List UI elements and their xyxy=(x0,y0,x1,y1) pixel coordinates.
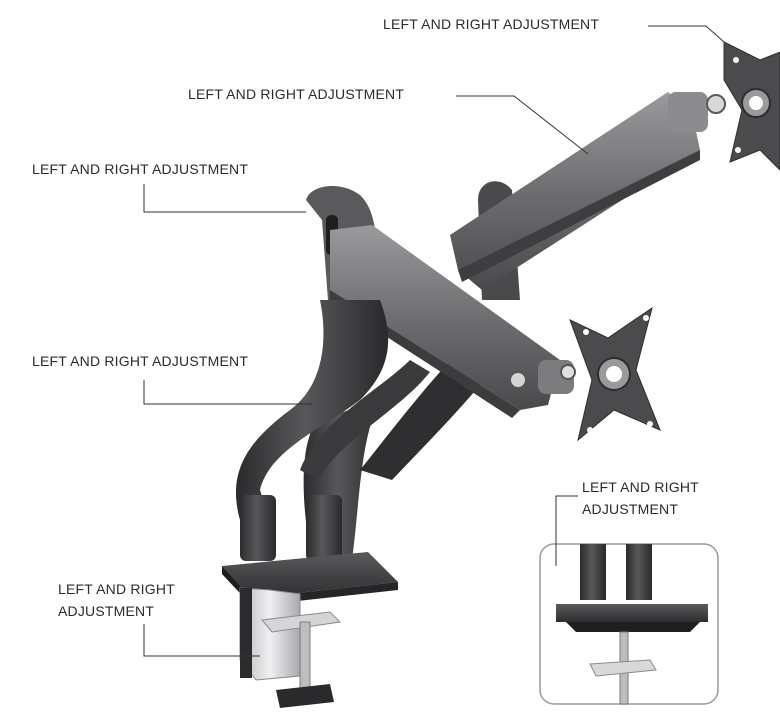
back-tilt-joint xyxy=(668,92,708,132)
callout-top-right: LEFT AND RIGHT ADJUSTMENT xyxy=(383,16,600,32)
leader-left-mid xyxy=(143,380,312,405)
callout-inset-line2: ADJUSTMENT xyxy=(582,501,679,517)
back-upper-arm-body xyxy=(450,92,700,290)
clamp-knob xyxy=(276,684,334,708)
inset-detail xyxy=(539,543,719,705)
leader-upper-arm xyxy=(456,95,589,155)
callout-left-top: LEFT AND RIGHT ADJUSTMENT xyxy=(32,161,249,177)
leader-lines xyxy=(143,25,725,657)
front-lower-arm xyxy=(235,300,389,520)
leader-left-top xyxy=(143,184,306,213)
callout-inset-line1: LEFT AND RIGHT xyxy=(582,479,699,495)
leader-base-left xyxy=(143,624,260,657)
leader-inset xyxy=(555,495,578,566)
callout-base-left-line1: LEFT AND RIGHT xyxy=(58,581,175,597)
inset-post-left xyxy=(580,544,606,600)
base-plate xyxy=(222,552,398,598)
desk-clamp-icon xyxy=(222,552,398,708)
front-upper-arm-body xyxy=(330,225,560,410)
leader-top-right xyxy=(648,25,725,43)
front-post xyxy=(240,495,276,561)
callout-base-left-line2: ADJUSTMENT xyxy=(58,603,155,619)
vesa-plate-icon xyxy=(569,306,661,442)
inset-base-plate xyxy=(556,604,708,622)
inset-clamp-plate xyxy=(589,659,657,677)
back-post xyxy=(306,495,342,561)
callout-left-mid: LEFT AND RIGHT ADJUSTMENT xyxy=(32,353,249,369)
inset-post-right xyxy=(626,544,652,600)
front-arm xyxy=(235,185,576,561)
vesa-plate-icon xyxy=(723,41,780,171)
callout-upper-arm: LEFT AND RIGHT ADJUSTMENT xyxy=(188,86,405,102)
